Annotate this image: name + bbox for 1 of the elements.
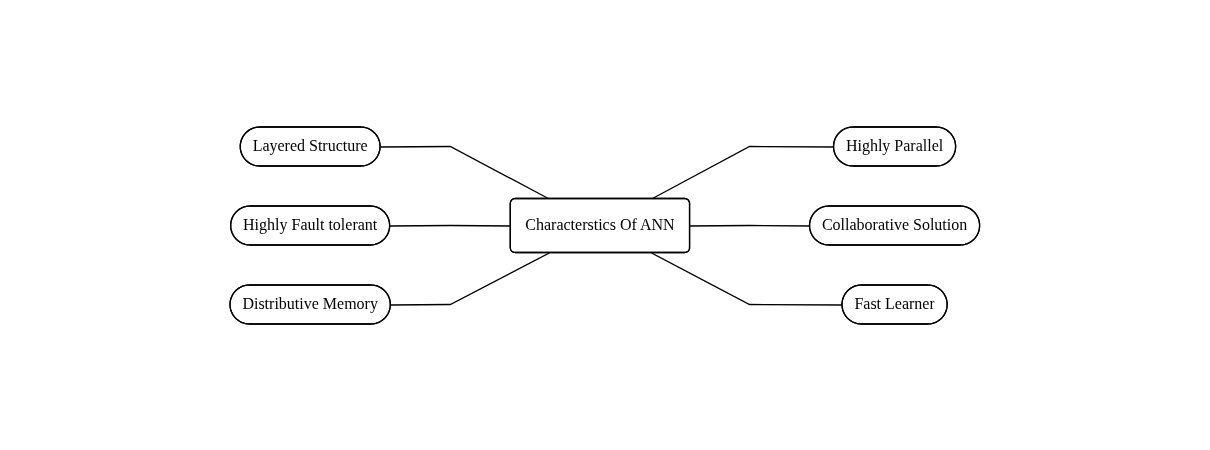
connector bbox=[390, 251, 551, 306]
